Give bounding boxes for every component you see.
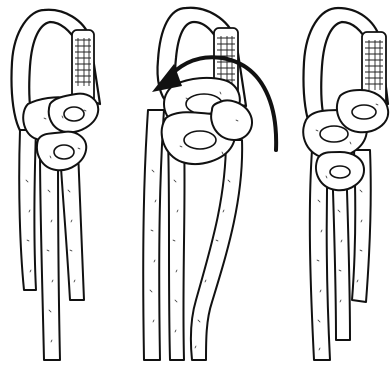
rope-3 xyxy=(303,90,388,360)
panel-step-1 xyxy=(11,10,100,360)
rope-1 xyxy=(19,94,98,360)
panel-step-2 xyxy=(143,8,276,360)
panel-step-3 xyxy=(303,8,388,360)
